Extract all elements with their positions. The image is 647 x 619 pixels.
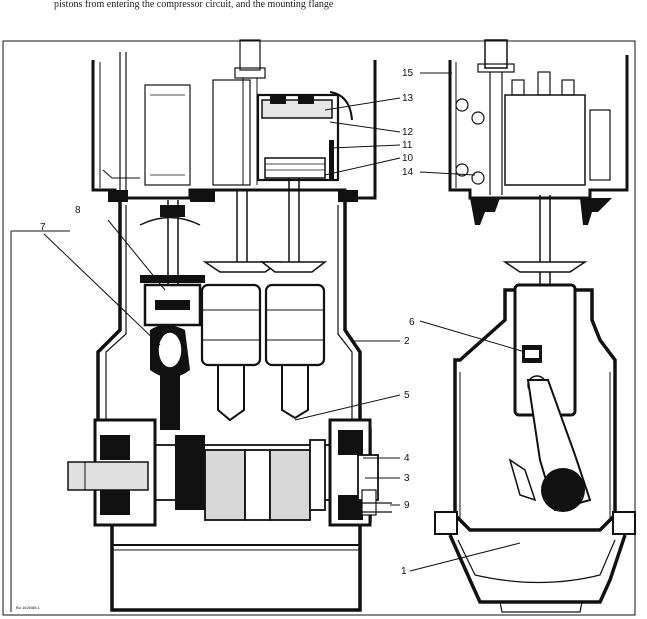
right-section-view xyxy=(434,39,636,613)
valve-housing-right xyxy=(212,79,251,186)
label-10: 10 xyxy=(402,153,414,164)
valve-housing-left xyxy=(144,84,191,186)
label-14: 14 xyxy=(402,167,414,178)
lower-piston-right xyxy=(264,283,326,367)
right-crankcase-wall xyxy=(453,288,617,532)
label-15: 15 xyxy=(402,68,414,79)
label-1: 1 xyxy=(401,566,407,577)
crankcase-outer-wall xyxy=(96,198,372,612)
label-13: 13 xyxy=(402,93,414,104)
right-valve-block xyxy=(504,94,586,186)
label-6: 6 xyxy=(409,317,415,328)
crank-pin xyxy=(541,468,585,512)
lower-piston-left xyxy=(200,283,262,367)
label-7: 7 xyxy=(40,222,46,233)
figure-code: Bu 1626/88.1 xyxy=(16,605,41,610)
label-5: 5 xyxy=(404,390,410,401)
label-8: 8 xyxy=(75,205,81,216)
label-2: 2 xyxy=(404,336,410,347)
leader-lines xyxy=(43,72,526,572)
label-9: 9 xyxy=(404,500,410,511)
part-labels: 1 2 3 4 5 6 7 8 9 10 11 12 13 14 15 Bu 1… xyxy=(16,68,415,610)
oil-sump xyxy=(448,534,627,604)
partial-header-text: pistons from entering the compressor cir… xyxy=(54,0,334,10)
upper-piston xyxy=(264,157,326,179)
figure-frame xyxy=(2,40,636,616)
label-11: 11 xyxy=(402,140,413,151)
label-12: 12 xyxy=(402,127,414,138)
left-section-view xyxy=(67,39,392,612)
right-cylinder-head-box xyxy=(448,55,629,200)
label-3: 3 xyxy=(404,473,410,484)
label-4: 4 xyxy=(404,453,410,464)
cylinder-liner xyxy=(256,93,340,182)
